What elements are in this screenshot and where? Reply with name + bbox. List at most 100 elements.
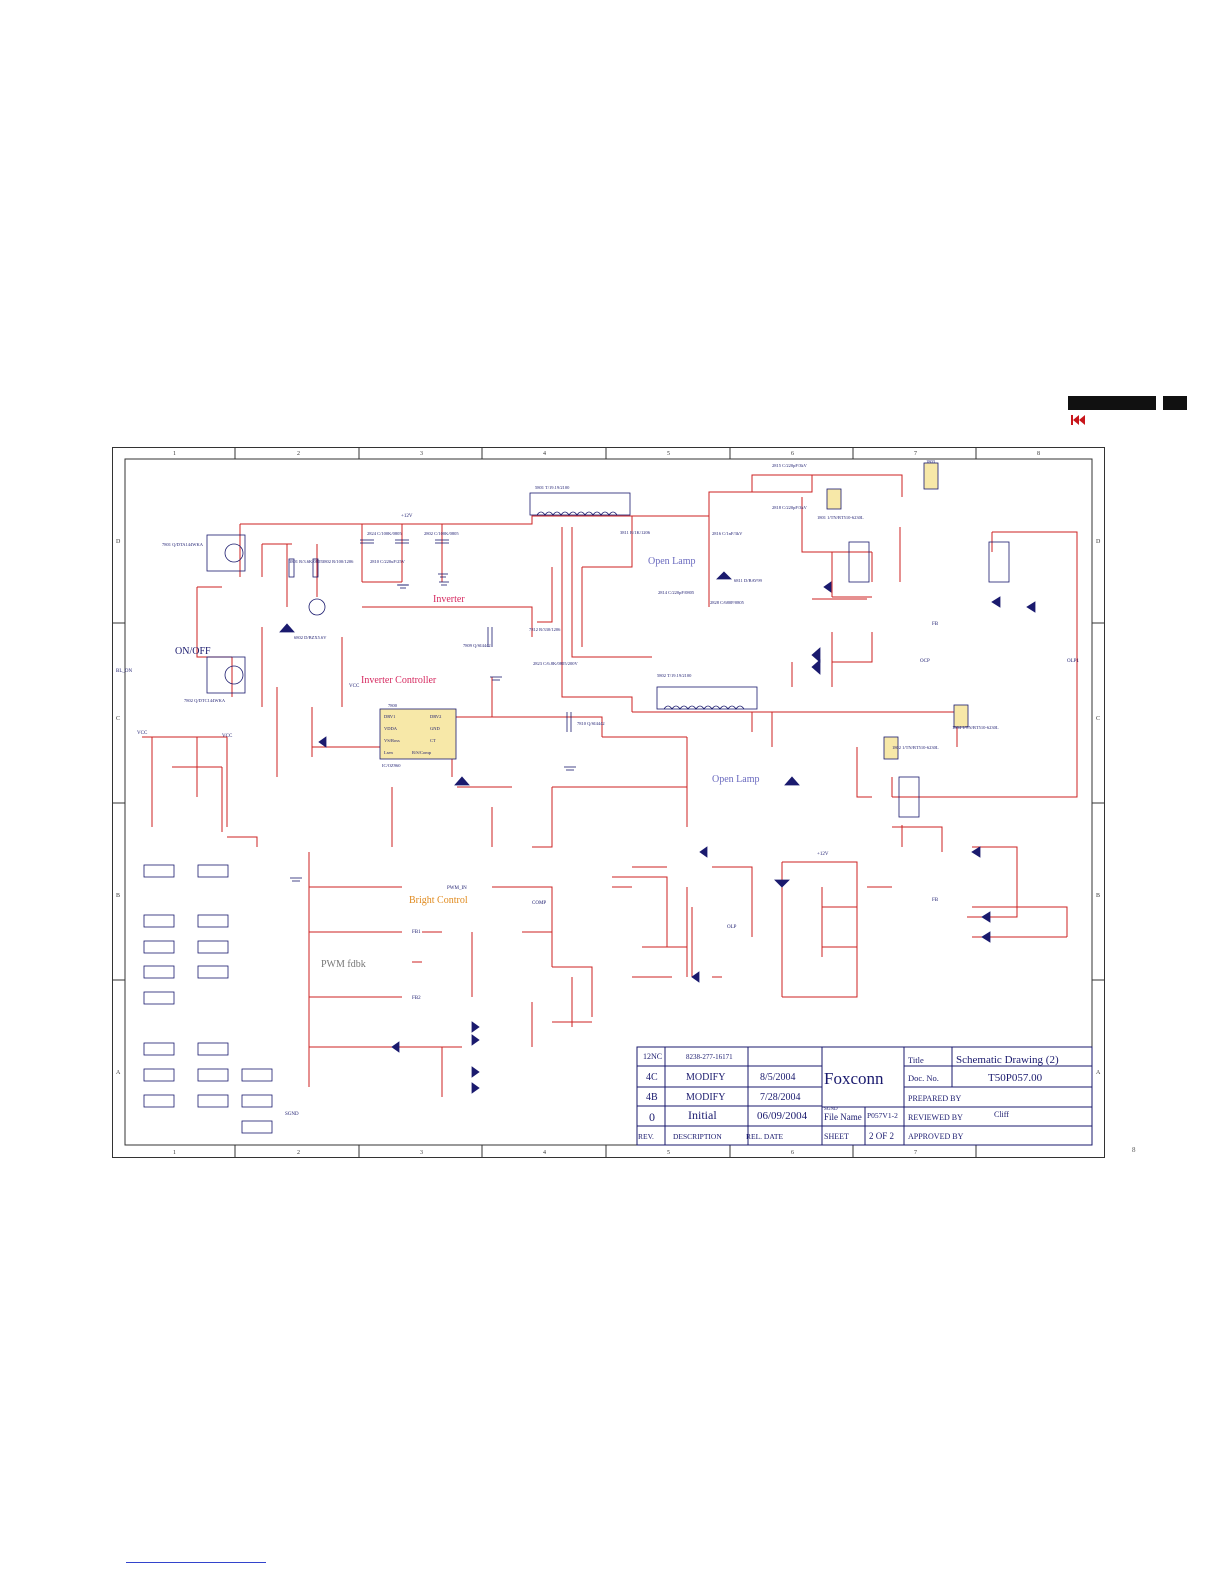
part-label-1802: 1802 1/TN/BT510-6230L [892, 745, 939, 750]
tb-row4-date: REL. DATE [746, 1132, 783, 1141]
row-label-A-right: A [1096, 1070, 1101, 1076]
part-label-7802: 7802 Q/DTC144WKA [184, 698, 226, 703]
tb-row1-date: 8/5/2004 [760, 1072, 796, 1083]
part-label-2802: 2802 C/100K/0805 [424, 531, 459, 536]
col-label-6-bottom: 6 [791, 1150, 794, 1156]
ic-pin-vdda: VDDA [384, 726, 398, 731]
part-label-3802: 3802 R/100/1206 [322, 559, 354, 564]
col-label-8: 8 [1037, 451, 1040, 457]
tb-reviewed-value: Cliff [994, 1110, 1009, 1119]
outside-column-label: 8 [1132, 1146, 1136, 1154]
tb-row2-rev: 4B [646, 1092, 658, 1103]
back-icon[interactable] [1070, 414, 1086, 426]
tb-title-value: Schematic Drawing (2) [956, 1054, 1059, 1066]
row-label-D-right: D [1096, 539, 1101, 545]
net-label-bl-on: BL_ON [116, 669, 133, 674]
tb-row1-rev: 4C [646, 1072, 658, 1083]
part-label-6802: 6802 D/BZX5.6V [294, 635, 327, 640]
header-page-box [1163, 396, 1187, 410]
tb-reviewed-label: REVIEWED BY [908, 1113, 963, 1122]
row-label-C-right: C [1096, 716, 1100, 722]
part-label-2818: 2818 C/220pF/3kV [772, 505, 808, 510]
ic-pin-lsen: Lsen [384, 750, 393, 755]
col-label-3-bottom: 3 [420, 1150, 423, 1156]
tb-doc-no-label: Doc. No. [908, 1073, 939, 1083]
ic-pin-ct: CT [430, 738, 436, 743]
part-label-1803: 1803 [926, 459, 936, 464]
ic-pin-gnd: GND [430, 726, 440, 731]
tb-row2-desc: MODIFY [686, 1092, 725, 1103]
net-label-comp: COMP [532, 901, 546, 906]
ic-pin-drv2: DRV2 [430, 714, 441, 719]
tb-sheet-value: 2 OF 2 [869, 1131, 894, 1141]
tb-row3-date: 06/09/2004 [757, 1110, 808, 1122]
row-label-C: C [116, 716, 120, 722]
net-label-sgnd-2: SGND [824, 1107, 838, 1112]
row-label-A: A [116, 1070, 121, 1076]
label-inverter: Inverter [433, 594, 465, 605]
title-block [636, 1046, 1093, 1146]
schematic-sheet: 1 2 3 4 5 6 7 8 1 2 3 4 5 6 7 D C B A D … [112, 447, 1105, 1158]
tb-row2-date: 7/28/2004 [760, 1092, 801, 1103]
net-label-vcc-left: VCC [137, 731, 148, 736]
col-label-2-bottom: 2 [297, 1150, 300, 1156]
tb-row0-rev: 12NC [643, 1052, 662, 1061]
wire-network [142, 474, 1078, 1097]
part-label-2810: 2810 C/220uF/25V [370, 559, 406, 564]
col-label-5: 5 [667, 451, 670, 457]
label-open-lamp-1: Open Lamp [648, 556, 696, 567]
part-label-3811: 3811 R/1K/1206 [620, 530, 651, 535]
tb-approved-label: APPROVED BY [908, 1132, 964, 1141]
net-label-olp: OLP [727, 925, 737, 930]
net-label-12v-right: +12V [817, 852, 829, 857]
part-label-7809: 7809 Q/SI4442 [463, 643, 491, 648]
col-label-4: 4 [543, 451, 546, 457]
net-label-fb2: FB2 [412, 996, 421, 1001]
net-label-fb: FB [932, 622, 939, 627]
part-label-2823: 2823 C/6.8K/0805/200V [533, 661, 579, 666]
part-label-2824: 2824 C/100K/0805 [367, 531, 402, 536]
tb-file-name-label: File Name [824, 1112, 862, 1122]
part-label-5801: 5801 T/19.19/2100 [535, 485, 570, 490]
col-label-5-bottom: 5 [667, 1150, 670, 1156]
part-label-7801: 7801 Q/DTA144WKA [162, 542, 204, 547]
part-label-1804: 1804 1/TN/BT510-6230L [952, 725, 999, 730]
col-label-7: 7 [914, 451, 917, 457]
label-inverter-controller: Inverter Controller [361, 675, 437, 686]
part-label-ic: IC/OZ960 [382, 763, 401, 768]
tb-company: Foxconn [824, 1069, 884, 1088]
part-label-7810: 7810 Q/SI4442 [577, 721, 605, 726]
tb-row1-desc: MODIFY [686, 1072, 725, 1083]
part-label-2814: 2814 C/220pF/0805 [658, 590, 695, 595]
tb-row3-desc: Initial [688, 1108, 717, 1122]
tb-doc-no-value: T50P057.00 [988, 1072, 1043, 1084]
tb-row4-desc: DESCRIPTION [673, 1132, 722, 1141]
col-label-2: 2 [297, 451, 300, 457]
part-label-2816: 2816 C/1nF/3kV [712, 531, 743, 536]
component-glyphs [143, 462, 1036, 1134]
net-label-vcc-ic: VCC [349, 684, 360, 689]
header-black-bar [1068, 396, 1156, 410]
grid-ticks [112, 447, 1105, 1158]
tb-prepared-label: PREPARED BY [908, 1094, 962, 1103]
tb-sheet-label: SHEET [824, 1132, 849, 1141]
net-label-12v-top: +12V [401, 514, 413, 519]
label-pwm-fdbk: PWM fdbk [321, 959, 366, 970]
part-label-3801: 3801 R/3.6K/0805 [289, 559, 323, 564]
part-label-2815: 2815 C/220pF/3kV [772, 463, 808, 468]
part-label-7812: 7812 R/330/1206 [529, 627, 561, 632]
net-label-fb-2: FB [932, 898, 939, 903]
ic-pin-vs: VS/Ross [384, 738, 400, 743]
row-label-D: D [116, 539, 121, 545]
net-label-sgnd: SGND [285, 1112, 299, 1117]
label-on-off: ON/OFF [175, 646, 211, 657]
tb-row0-desc: 8238-277-16171 [686, 1053, 733, 1061]
footer-link-line[interactable] [126, 1562, 266, 1563]
part-label-1801: 1801 1/TN/BT510-6230L [817, 515, 864, 520]
ic-pin-drv1: DRV1 [384, 714, 395, 719]
tb-row3-rev: 0 [649, 1110, 655, 1124]
row-label-B: B [116, 893, 120, 899]
tb-file-name: P057V1-2 [867, 1111, 898, 1120]
net-label-ocp: OCP [920, 659, 930, 664]
label-open-lamp-2: Open Lamp [712, 774, 760, 785]
